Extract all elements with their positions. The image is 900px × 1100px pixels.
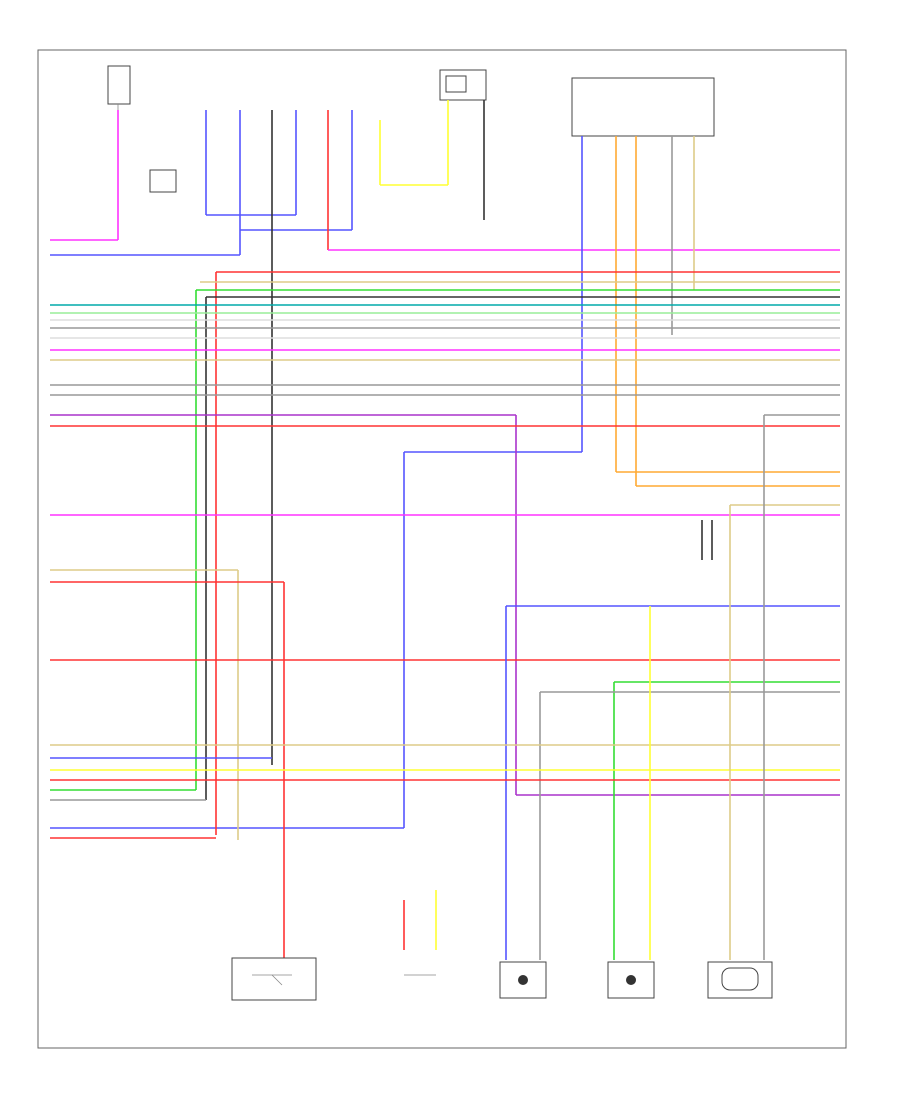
diagram-frame (37, 49, 847, 1049)
horizontal-bus (50, 271, 840, 960)
fuse-block-icon (149, 169, 177, 193)
transmission-connector (701, 520, 713, 560)
bottom-sensor-component (403, 890, 437, 976)
top-vertical-wires (50, 100, 840, 765)
relay-module (439, 69, 487, 101)
bottom-speed-sensor-1 (499, 961, 547, 999)
top-right-module (571, 77, 715, 137)
right-module-outputs (50, 136, 840, 829)
bottom-pressure-sensor (707, 961, 773, 999)
bottom-speed-sensor-2 (607, 961, 655, 999)
top-left-module (107, 65, 131, 240)
bottom-switch-component (231, 957, 317, 1001)
